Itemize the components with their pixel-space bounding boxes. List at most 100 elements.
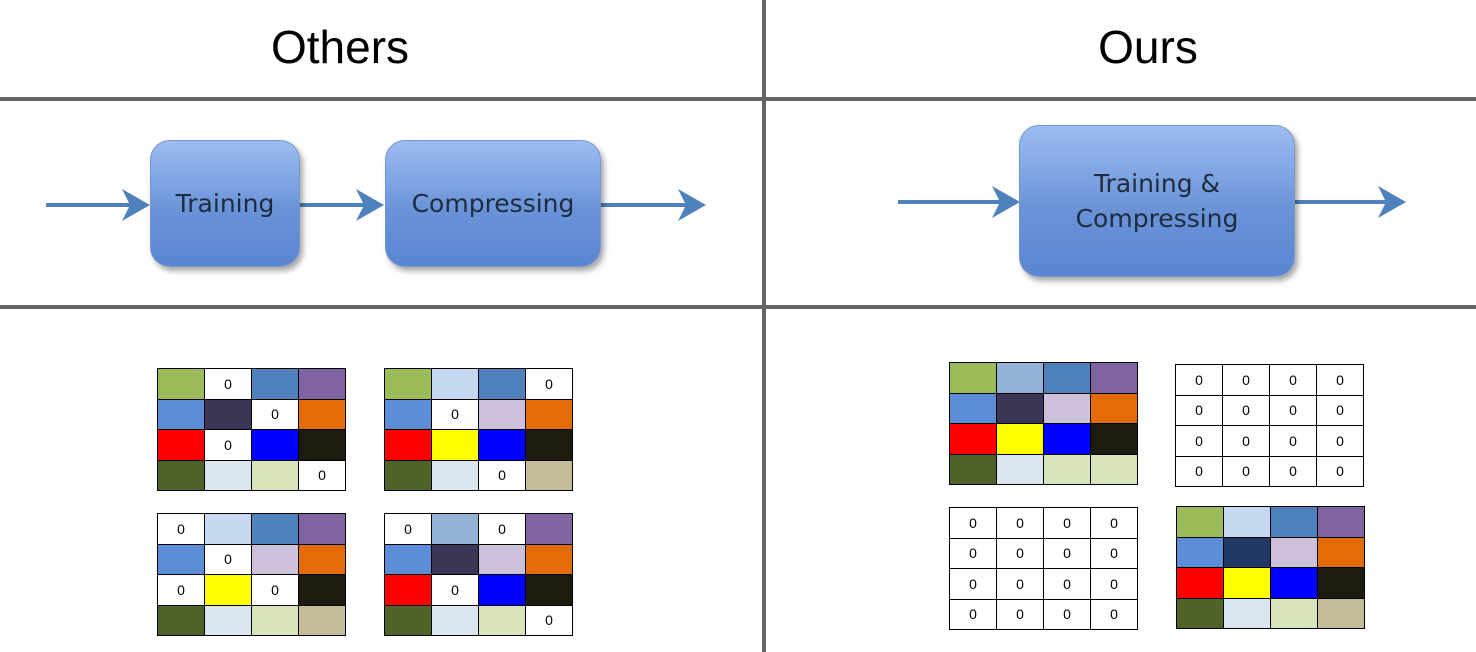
zero-cell: 0 — [252, 399, 299, 430]
weight-cell — [526, 399, 573, 430]
zero-cell: 0 — [1091, 508, 1138, 539]
weight-cell — [1271, 507, 1318, 538]
zero-cell: 0 — [1091, 538, 1138, 569]
weight-cell — [1224, 537, 1271, 568]
weight-cell — [997, 424, 1044, 455]
weight-cell — [252, 430, 299, 461]
weight-cell — [1224, 598, 1271, 629]
weight-cell — [252, 369, 299, 400]
zero-cell: 0 — [1091, 569, 1138, 600]
zero-cell: 0 — [997, 599, 1044, 630]
zero-cell: 0 — [526, 369, 573, 400]
weight-cell — [158, 460, 205, 491]
ours-matrix-1 — [949, 362, 1138, 485]
weight-cell — [385, 575, 432, 606]
zero-cell: 0 — [205, 369, 252, 400]
weight-cell — [299, 575, 346, 606]
zero-cell: 0 — [1317, 426, 1364, 457]
weight-cell — [205, 399, 252, 430]
weight-cell — [1177, 537, 1224, 568]
weight-cell — [1091, 424, 1138, 455]
weight-cell — [299, 369, 346, 400]
zero-cell: 0 — [997, 508, 1044, 539]
training-compressing-label-line1: Training & — [1093, 169, 1221, 198]
weight-cell — [432, 460, 479, 491]
weight-cell — [158, 369, 205, 400]
weight-cell — [997, 363, 1044, 394]
compressing-box: Compressing — [385, 140, 601, 267]
zero-cell: 0 — [1044, 538, 1091, 569]
zero-cell: 0 — [950, 569, 997, 600]
zero-cell: 0 — [1176, 456, 1223, 487]
weight-cell — [950, 424, 997, 455]
weight-cell — [1091, 454, 1138, 485]
zero-cell: 0 — [1317, 365, 1364, 396]
zero-cell: 0 — [526, 605, 573, 636]
weight-cell — [1091, 363, 1138, 394]
zero-cell: 0 — [950, 538, 997, 569]
vertical-divider — [762, 0, 766, 652]
weight-cell — [1318, 568, 1365, 599]
zero-cell: 0 — [252, 575, 299, 606]
zero-cell: 0 — [158, 575, 205, 606]
weight-cell — [299, 514, 346, 545]
weight-cell — [1318, 507, 1365, 538]
weight-cell — [1177, 568, 1224, 599]
zero-cell: 0 — [950, 508, 997, 539]
weight-cell — [205, 514, 252, 545]
weight-cell — [526, 514, 573, 545]
zero-cell: 0 — [479, 460, 526, 491]
weight-cell — [1318, 598, 1365, 629]
training-compressing-label-line2: Compressing — [1075, 204, 1239, 233]
training-compressing-box: Training & Compressing — [1019, 125, 1295, 277]
training-label: Training — [175, 189, 275, 218]
weight-cell — [385, 605, 432, 636]
zero-cell: 0 — [1044, 508, 1091, 539]
weight-cell — [432, 605, 479, 636]
weight-cell — [1044, 424, 1091, 455]
weight-cell — [1271, 537, 1318, 568]
weight-cell — [1177, 598, 1224, 629]
weight-cell — [158, 605, 205, 636]
weight-cell — [479, 399, 526, 430]
zero-cell: 0 — [385, 514, 432, 545]
weight-cell — [432, 544, 479, 575]
weight-cell — [950, 454, 997, 485]
zero-cell: 0 — [158, 514, 205, 545]
zero-cell: 0 — [205, 430, 252, 461]
zero-cell: 0 — [1223, 365, 1270, 396]
zero-cell: 0 — [1044, 599, 1091, 630]
weight-cell — [526, 430, 573, 461]
zero-cell: 0 — [1223, 395, 1270, 426]
weight-cell — [385, 460, 432, 491]
weight-cell — [385, 399, 432, 430]
zero-cell: 0 — [205, 544, 252, 575]
weight-cell — [205, 605, 252, 636]
weight-cell — [299, 399, 346, 430]
zero-cell: 0 — [1176, 365, 1223, 396]
weight-cell — [526, 460, 573, 491]
weight-cell — [158, 399, 205, 430]
weight-cell — [432, 369, 479, 400]
zero-cell: 0 — [479, 514, 526, 545]
zero-cell: 0 — [997, 538, 1044, 569]
zero-cell: 0 — [432, 575, 479, 606]
weight-cell — [1318, 537, 1365, 568]
weight-cell — [385, 369, 432, 400]
weight-cell — [158, 544, 205, 575]
weight-cell — [1224, 507, 1271, 538]
training-box: Training — [150, 140, 300, 267]
pipeline-divider — [0, 305, 1476, 309]
zero-cell: 0 — [1270, 426, 1317, 457]
zero-cell: 0 — [1317, 395, 1364, 426]
zero-cell: 0 — [299, 460, 346, 491]
weight-cell — [950, 363, 997, 394]
weight-cell — [385, 430, 432, 461]
weight-cell — [1224, 568, 1271, 599]
weight-cell — [252, 605, 299, 636]
zero-cell: 0 — [1176, 426, 1223, 457]
